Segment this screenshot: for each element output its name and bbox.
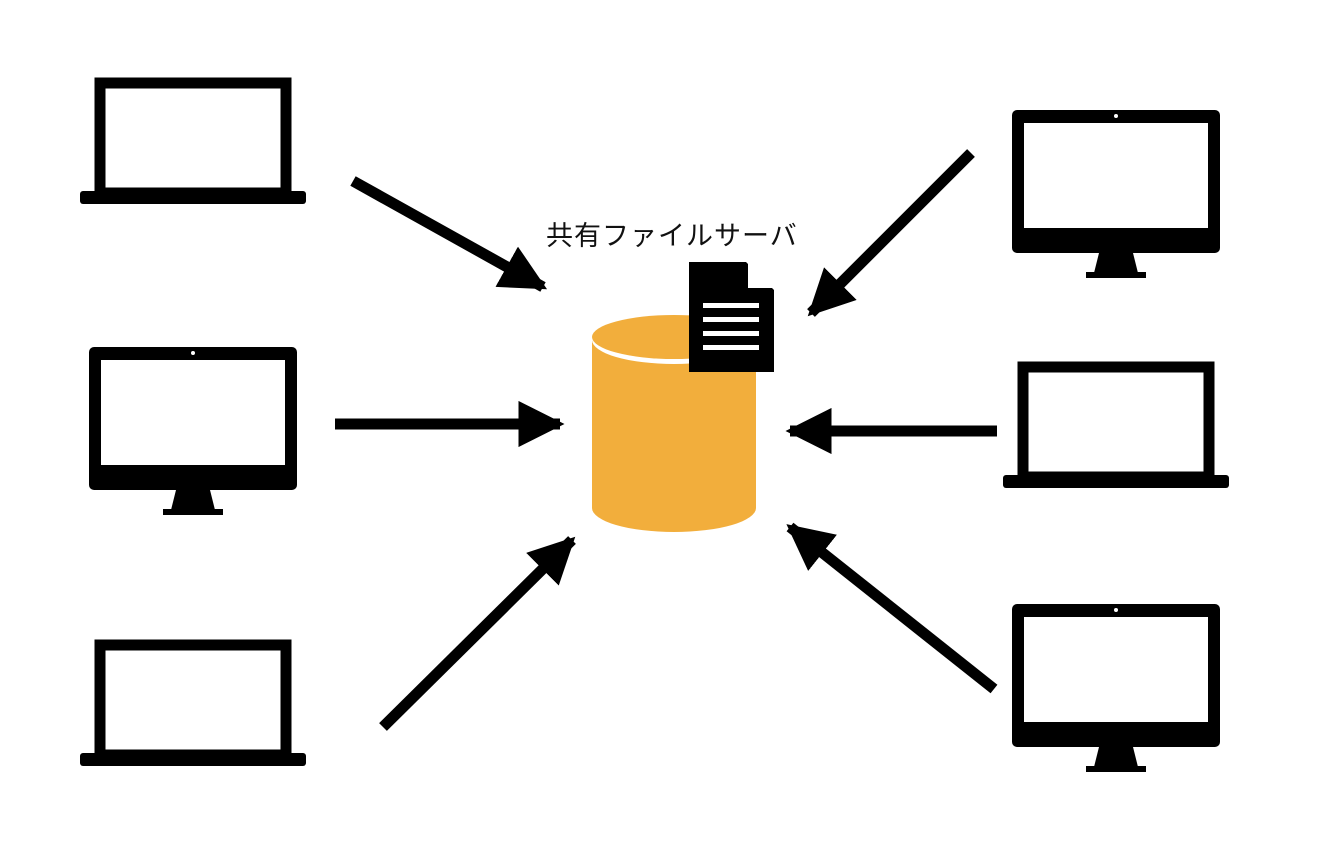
arrow <box>379 536 576 731</box>
server-label: 共有ファイルサーバ <box>546 221 798 252</box>
arrow <box>350 176 548 292</box>
arrow <box>786 522 998 694</box>
laptop-icon <box>80 77 306 204</box>
desktop-icon <box>1012 110 1220 278</box>
document-icon <box>689 262 774 372</box>
desktop-icon <box>1012 604 1220 772</box>
laptop-icon <box>1003 361 1229 488</box>
desktop-icon <box>89 347 297 515</box>
laptop-icon <box>80 639 306 766</box>
arrow <box>807 149 975 317</box>
